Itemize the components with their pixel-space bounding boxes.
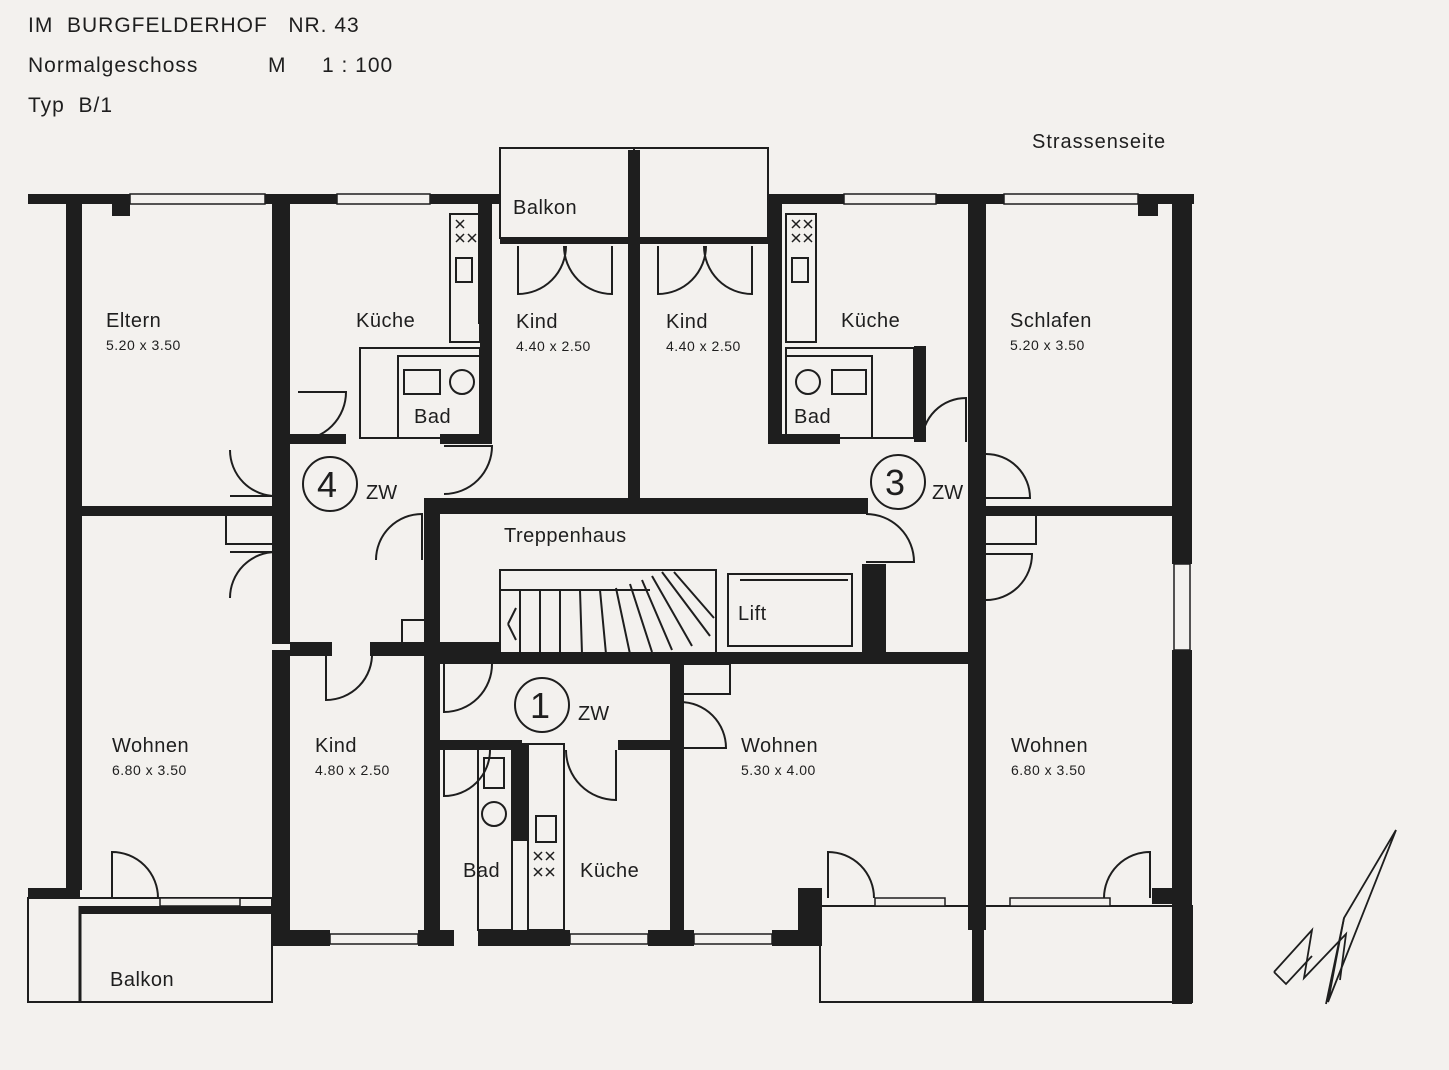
balkon-bottom-label: Balkon — [110, 969, 174, 991]
room-eltern-dim: 5.20 x 3.50 — [106, 337, 181, 353]
unit-3-type: ZW — [932, 482, 963, 504]
room-lift-label: Lift — [738, 603, 767, 625]
balcony-bottom-right — [819, 905, 1193, 1003]
room-kueche-left-label: Küche — [356, 310, 415, 332]
header-type: Typ B/1 — [28, 94, 113, 117]
room-kind-bottom-label: Kind — [315, 735, 357, 757]
doors — [111, 245, 1151, 899]
header-address: IM BURGFELDERHOF NR. 43 — [28, 14, 360, 37]
balcony-bottom-left — [27, 897, 273, 1003]
room-treppenhaus-label: Treppenhaus — [504, 525, 627, 547]
windows — [129, 193, 1191, 945]
room-kind-bottom-dim: 4.80 x 2.50 — [315, 762, 390, 778]
header-scale: 1 : 100 — [322, 54, 393, 77]
staircase — [499, 569, 717, 655]
north-arrow-icon — [1273, 829, 1397, 1005]
room-kind-top-left-label: Kind — [516, 311, 558, 333]
room-wohnen-left-dim: 6.80 x 3.50 — [112, 762, 187, 778]
room-wohnen-right-label: Wohnen — [1011, 735, 1088, 757]
unit-1-number: 1 — [530, 685, 550, 726]
unit-3-number: 3 — [885, 462, 905, 503]
room-bad-left-label: Bad — [414, 406, 451, 428]
stove-icon — [455, 219, 813, 877]
unit-4-marker: 4 ZW — [302, 456, 397, 512]
room-wohnen-middle-label: Wohnen — [741, 735, 818, 757]
balcony-top — [499, 147, 769, 244]
room-bad-bottom-label: Bad — [463, 860, 500, 882]
unit-4-number: 4 — [317, 464, 337, 505]
room-bad-right-label: Bad — [794, 406, 831, 428]
room-schlafen-label: Schlafen — [1010, 310, 1092, 332]
room-kueche-bottom-label: Küche — [580, 860, 639, 882]
walls — [28, 150, 1194, 1004]
room-wohnen-middle-dim: 5.30 x 4.00 — [741, 762, 816, 778]
room-kind-top-right-dim: 4.40 x 2.50 — [666, 338, 741, 354]
room-eltern-label: Eltern — [106, 310, 161, 332]
unit-1-marker: 1 ZW — [514, 677, 609, 733]
balkon-top-label: Balkon — [513, 197, 577, 219]
room-wohnen-left-label: Wohnen — [112, 735, 189, 757]
room-kind-top-left-dim: 4.40 x 2.50 — [516, 338, 591, 354]
unit-4-type: ZW — [366, 482, 397, 504]
room-kueche-right-label: Küche — [841, 310, 900, 332]
room-schlafen-dim: 5.20 x 3.50 — [1010, 337, 1085, 353]
header-floor: Normalgeschoss — [28, 54, 198, 77]
room-wohnen-right-dim: 6.80 x 3.50 — [1011, 762, 1086, 778]
room-kind-top-right-label: Kind — [666, 311, 708, 333]
fixtures — [225, 213, 1037, 931]
header-scale-m: M — [268, 54, 287, 77]
unit-1-type: ZW — [578, 703, 609, 725]
unit-3-marker: 3 ZW — [870, 454, 963, 510]
orientation-label: Strassenseite — [1032, 131, 1166, 153]
